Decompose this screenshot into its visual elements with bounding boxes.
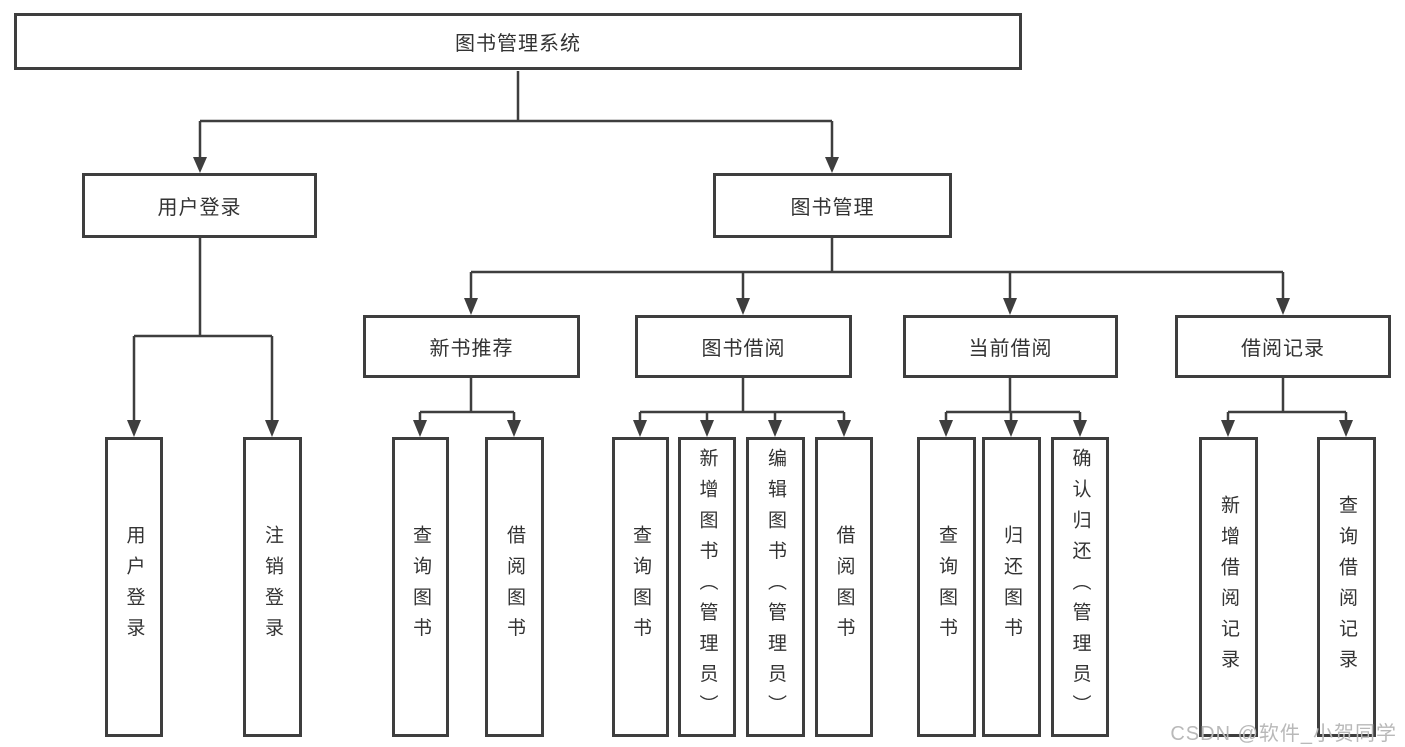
node-current-borrowing: 当前借阅: [903, 315, 1118, 378]
leaf-logout-login: 注销登录: [243, 437, 302, 737]
leaf-user-login: 用户登录: [105, 437, 163, 737]
node-book-management-label: 图书管理: [790, 197, 875, 219]
leaf-return-books: 归还图书: [982, 437, 1041, 737]
node-book-management: 图书管理: [713, 173, 952, 238]
leaf-confirm-return-admin: 确认归还（管理员）: [1051, 437, 1109, 737]
leaf-user-login-label: 用户登录: [123, 525, 145, 649]
node-borrowing-records: 借阅记录: [1175, 315, 1391, 378]
leaf-add-borrow-record: 新增借阅记录: [1199, 437, 1258, 737]
node-new-book-recommend-label: 新书推荐: [429, 338, 514, 360]
leaf-logout-login-label: 注销登录: [262, 525, 283, 649]
leaf-confirm-return-admin-label: 确认归还（管理员）: [1069, 448, 1091, 726]
node-book-borrowing-label: 图书借阅: [701, 338, 786, 360]
leaf-query-books-borrowing-label: 查询图书: [630, 525, 651, 649]
leaf-query-borrow-record-label: 查询借阅记录: [1336, 494, 1357, 680]
leaf-borrow-books-recommend: 借阅图书: [485, 437, 544, 737]
node-borrowing-records-label: 借阅记录: [1241, 338, 1325, 360]
node-user-login-label: 用户登录: [157, 197, 242, 219]
node-user-login: 用户登录: [82, 173, 317, 238]
leaf-add-books-admin: 新增图书（管理员）: [678, 437, 736, 737]
leaf-return-books-label: 归还图书: [1001, 525, 1022, 649]
leaf-borrow-books-recommend-label: 借阅图书: [504, 525, 525, 649]
leaf-query-borrow-record: 查询借阅记录: [1317, 437, 1376, 737]
leaf-borrow-books-borrowing: 借阅图书: [815, 437, 873, 737]
node-current-borrowing-label: 当前借阅: [968, 338, 1053, 360]
leaf-query-books-borrowing: 查询图书: [612, 437, 669, 737]
leaf-add-books-admin-label: 新增图书（管理员）: [696, 448, 718, 726]
leaf-query-books-current: 查询图书: [917, 437, 976, 737]
node-new-book-recommend: 新书推荐: [363, 315, 580, 378]
node-root-label: 图书管理系统: [455, 33, 581, 55]
leaf-edit-books-admin: 编辑图书（管理员）: [746, 437, 805, 737]
leaf-add-borrow-record-label: 新增借阅记录: [1218, 494, 1239, 680]
csdn-watermark: CSDN @软件_小贺同学: [1170, 723, 1397, 745]
leaf-query-books-current-label: 查询图书: [936, 525, 957, 649]
leaf-query-books-recommend-label: 查询图书: [410, 525, 431, 649]
leaf-edit-books-admin-label: 编辑图书（管理员）: [765, 448, 786, 726]
leaf-query-books-recommend: 查询图书: [392, 437, 449, 737]
node-book-borrowing: 图书借阅: [635, 315, 852, 378]
node-root: 图书管理系统: [14, 13, 1022, 70]
leaf-borrow-books-borrowing-label: 借阅图书: [833, 525, 855, 649]
